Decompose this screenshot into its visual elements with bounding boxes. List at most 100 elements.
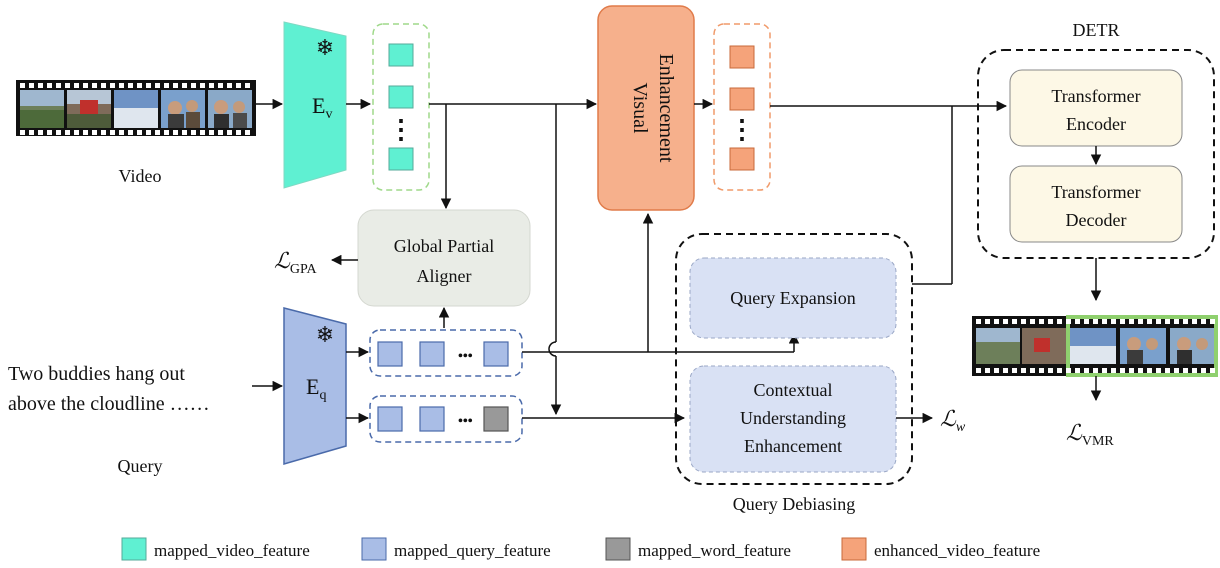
film-hole [101,83,106,88]
legend-label: enhanced_video_feature [874,541,1040,560]
output-filmstrip [972,315,1218,377]
film-hole [155,130,160,135]
film-hole [146,130,151,135]
film-hole [1183,368,1188,373]
film-hole [1183,319,1188,324]
loss-w: ℒw [940,406,966,435]
film-hole [985,319,990,324]
query-debiasing: Query Expansion Contextual Understanding… [675,233,913,514]
film-hole [65,83,70,88]
film-hole [1210,319,1215,324]
svg-text:Decoder: Decoder [1066,210,1127,230]
film-hole [92,130,97,135]
film-hole [155,83,160,88]
film-hole [1093,368,1098,373]
film-hole [1201,319,1206,324]
film-hole [1192,319,1197,324]
svg-text:Contextual: Contextual [754,380,833,400]
legend-swatch [121,537,147,561]
svg-text:⋮: ⋮ [729,115,755,144]
film-hole [137,130,142,135]
film-hole [1129,368,1134,373]
film-hole [200,130,205,135]
film-hole [227,130,232,135]
film-hole [20,83,25,88]
film-hole [1030,368,1035,373]
svg-text:Visual: Visual [629,82,651,133]
film-hole [1039,319,1044,324]
film-hole [110,130,115,135]
film-hole [1093,319,1098,324]
film-hole [1111,319,1116,324]
legend-swatch [605,537,631,561]
film-hole [164,130,169,135]
film-hole [1120,368,1125,373]
legend-label: mapped_query_feature [394,541,551,560]
svg-text:Enhancement: Enhancement [744,436,842,456]
film-hole [101,130,106,135]
film-hole [1111,368,1116,373]
film-hole [200,83,205,88]
film-hole [218,130,223,135]
film-hole [1165,368,1170,373]
film-hole [1084,319,1089,324]
film-hole [191,130,196,135]
loss-gpa: ℒGPA [274,248,317,277]
film-hole [92,83,97,88]
film-hole [191,83,196,88]
film-hole [218,83,223,88]
query-debiasing-label: Query Debiasing [733,494,855,514]
film-hole [56,130,61,135]
svg-text:Enhancement: Enhancement [655,54,677,163]
snowflake-icon: ❄ [316,322,334,347]
film-hole [182,83,187,88]
film-hole [1147,368,1152,373]
film-hole [1039,368,1044,373]
svg-text:Understanding: Understanding [740,408,846,428]
film-hole [137,83,142,88]
film-hole [128,130,133,135]
film-hole [1156,319,1161,324]
film-hole [1075,368,1080,373]
loss-vmr: ℒVMR [1066,420,1114,449]
mapped-word-features: ••• [369,395,523,443]
film-hole [1120,319,1125,324]
film-hole [128,83,133,88]
film-hole [20,130,25,135]
film-hole [182,130,187,135]
film-hole [1075,319,1080,324]
film-hole [236,130,241,135]
legend-label: mapped_video_feature [154,541,310,560]
video-encoder: ❄ Ev [283,21,347,189]
film-hole [56,83,61,88]
film-hole [38,130,43,135]
detr-label: DETR [1073,20,1120,40]
film-hole [1048,319,1053,324]
film-hole [1129,319,1134,324]
film-hole [83,130,88,135]
detr: DETR Transformer Encoder Transformer Dec… [977,20,1215,259]
film-hole [985,368,990,373]
enhanced-video-features: ⋮ [713,23,771,191]
film-hole [47,83,52,88]
svg-text:Global Partial: Global Partial [394,236,494,256]
film-hole [994,319,999,324]
query-encoder: ❄ Eq [283,307,347,465]
film-hole [119,130,124,135]
film-hole [1102,368,1107,373]
mapped-query-features: ••• [369,329,523,377]
film-hole [1066,368,1071,373]
film-hole [1102,319,1107,324]
film-hole [1147,319,1152,324]
film-hole [1084,368,1089,373]
film-hole [227,83,232,88]
svg-text:Transformer: Transformer [1051,182,1140,202]
film-hole [74,83,79,88]
film-hole [1030,319,1035,324]
film-hole [1201,368,1206,373]
query-label: Query [118,456,163,476]
film-hole [1048,368,1053,373]
svg-text:Encoder: Encoder [1066,114,1126,134]
video-encoder-label: Ev [312,93,332,122]
